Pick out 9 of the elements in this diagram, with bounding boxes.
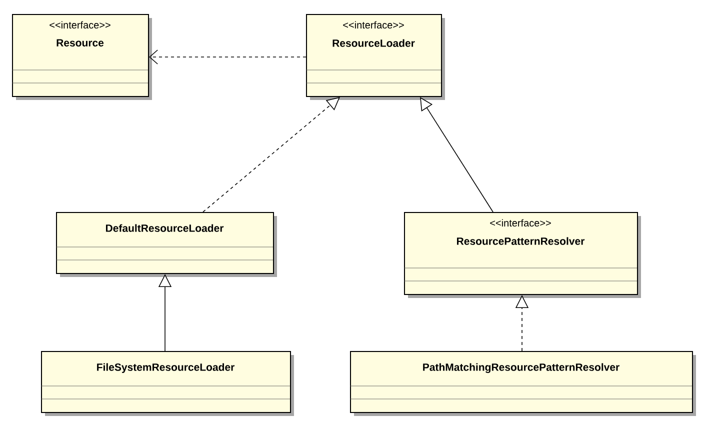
class-box: <<interface>> ResourceLoader — [306, 14, 445, 100]
arrow — [202, 97, 340, 212]
arrow — [149, 50, 306, 64]
class-box: PathMatchingResourcePatternResolver — [350, 351, 696, 416]
class-box: <<interface>> Resource — [12, 14, 152, 100]
arrow — [420, 97, 494, 212]
class-box: DefaultResourceLoader — [56, 212, 277, 277]
class-box: <<interface>> ResourcePatternResolver — [404, 212, 641, 298]
class-box: FileSystemResourceLoader — [40, 351, 294, 416]
